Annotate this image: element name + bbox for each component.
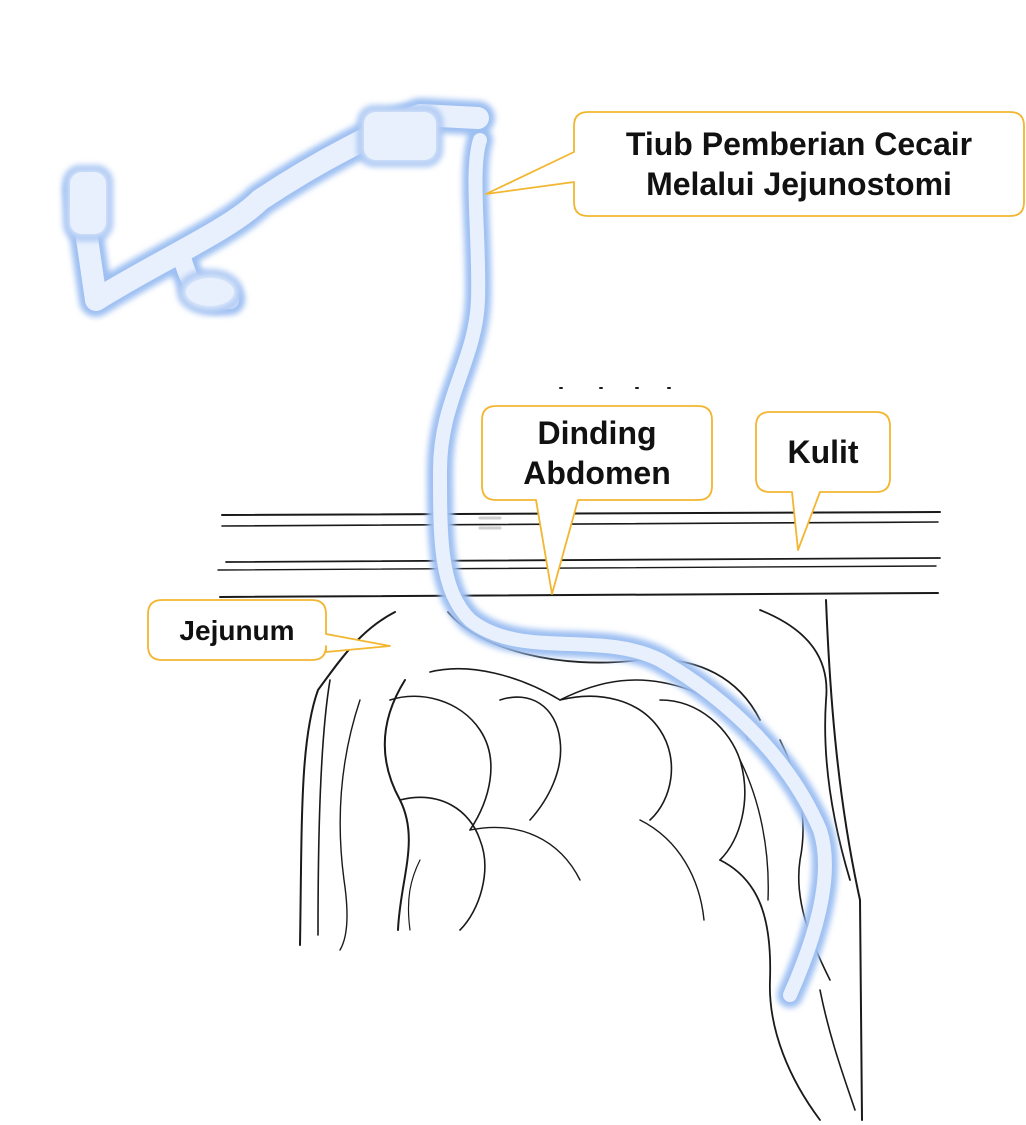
label-abdominal-wall-line2: Abdomen xyxy=(523,455,671,491)
label-feeding-tube-line2: Melalui Jejunostomi xyxy=(646,166,952,202)
jejunum-drawing xyxy=(299,599,863,1121)
label-abdominal-wall: Dinding Abdomen xyxy=(482,406,712,500)
label-feeding-tube-line1: Tiub Pemberian Cecair xyxy=(625,126,973,162)
label-abdominal-wall-line1: Dinding xyxy=(537,415,657,451)
callouts xyxy=(147,111,1025,661)
feeding-tube xyxy=(63,98,838,1008)
callout-skin xyxy=(755,411,891,551)
callout-abdominal-wall xyxy=(481,405,713,595)
callout-jejunum xyxy=(147,599,391,661)
callout-tube xyxy=(485,111,1025,217)
label-skin: Kulit xyxy=(787,434,859,470)
label-feeding-tube: Tiub Pemberian Cecair Melalui Jejunostom… xyxy=(574,112,1024,216)
label-jejunum: Jejunum xyxy=(179,614,295,646)
